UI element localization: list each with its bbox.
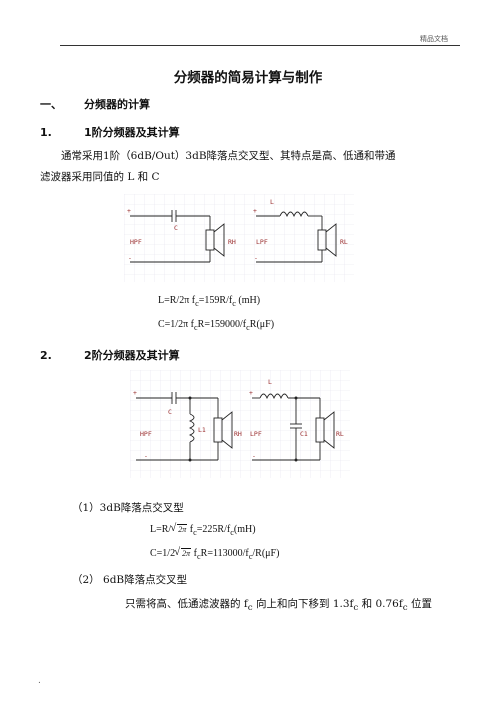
c1-label: C1 (300, 430, 308, 438)
note-6db: 只需将高、低通滤波器的 fc 向上和向下移到 1.3fc 和 0.76fc 位置 (125, 598, 433, 614)
hpf-label: HPF (130, 238, 142, 246)
rl-label: RL (340, 238, 348, 246)
hpf-circuit (136, 392, 233, 461)
paragraph-line-2: 滤波器采用同值的 L 和 C (40, 171, 160, 183)
section-title: 分频器的计算 (84, 98, 150, 111)
inductor-symbol (259, 393, 289, 400)
hpf-minus-label: - (144, 452, 148, 460)
subsection-title: 1阶分频器及其计算 (84, 126, 180, 139)
lpf-label: LPF (250, 430, 262, 438)
subsection-heading-1: 1. 1阶分频器及其计算 (40, 124, 180, 140)
inductor-l1-symbol (188, 413, 195, 443)
rh-label: RH (228, 238, 236, 246)
hpf-c-label: C (168, 408, 172, 416)
rh-label: RH (234, 430, 242, 438)
inductor-symbol (279, 211, 309, 218)
lpf-minus-label: - (254, 254, 258, 262)
paragraph-1: 通常采用1阶（6dB/Out）3dB降落点交叉型、其特点是高、低通和带通 滤波器… (40, 146, 460, 188)
subsection-title: 2阶分频器及其计算 (84, 349, 180, 362)
lpf-circuit (252, 393, 335, 461)
hpf-circuit (130, 210, 225, 263)
diagram-grid (130, 370, 350, 478)
type-6db-heading: （2） 6dB降落点交叉型 (72, 574, 188, 586)
lpf-l-label: L (268, 378, 272, 386)
formula-c-second-order: C=1/22π fcR=113000/fc/R(μF) (150, 546, 279, 561)
lpf-l-label: L (270, 198, 274, 206)
header-label: 精品文档 (420, 35, 448, 43)
paragraph-line-1: 通常采用1阶（6dB/Out）3dB降落点交叉型、其特点是高、低通和带通 (61, 150, 396, 162)
hpf-c-label: C (174, 224, 178, 232)
junction-dot (188, 396, 192, 400)
footer-mark: . (38, 676, 41, 686)
lpf-plus-label: + (249, 389, 253, 397)
sqrt-symbol: 2π (170, 522, 188, 535)
formula-l-second-order: L=R/2π fc=225R/fc(mH) (150, 522, 256, 537)
formula-c-first-order: C=1/2π fcR=159000/fcR(μF) (158, 319, 275, 332)
hpf-minus-label: - (128, 254, 132, 262)
subsection-heading-2: 2. 2阶分频器及其计算 (40, 347, 180, 363)
diagram-grid (124, 194, 354, 282)
subsection-number: 2. (40, 349, 52, 362)
junction-dot (294, 396, 298, 400)
lpf-minus-label: - (252, 452, 256, 460)
lpf-plus-label: + (253, 207, 257, 215)
section-number: 一、 (40, 98, 62, 111)
sqrt-symbol: 2π (174, 546, 192, 559)
second-order-circuit-diagram: + C L1 HPF RH - + L C1 LPF RL - (130, 370, 350, 478)
rl-label: RL (336, 430, 344, 438)
lpf-circuit (256, 211, 337, 263)
type-3db-heading: （1）3dB降落点交叉型 (72, 502, 184, 514)
first-order-circuit-diagram: + C HPF RH - + L LPF RL - (124, 194, 354, 282)
header-rule (60, 45, 460, 46)
formula-l-first-order: L=R/2π fc=159R/fc (mH) (158, 295, 261, 308)
junction-dot (188, 458, 192, 462)
junction-dot (294, 458, 298, 462)
subsection-number: 1. (40, 126, 52, 139)
hpf-plus-label: + (133, 389, 137, 397)
lpf-label: LPF (256, 238, 268, 246)
page-title: 分频器的简易计算与制作 (173, 70, 323, 86)
hpf-plus-label: + (127, 207, 131, 215)
l1-label: L1 (198, 426, 206, 434)
hpf-label: HPF (140, 430, 152, 438)
section-heading-1: 一、 分频器的计算 (40, 96, 150, 112)
